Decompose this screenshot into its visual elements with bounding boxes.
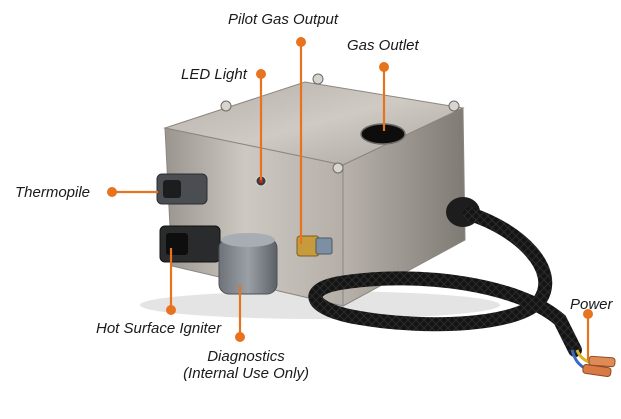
label-diagnostics: Diagnostics (Internal Use Only) xyxy=(176,348,316,382)
label-power: Power xyxy=(570,296,613,313)
leader-dot xyxy=(166,305,176,315)
leader-dot xyxy=(235,332,245,342)
label-led-light: LED Light xyxy=(181,66,247,83)
label-diagnostics-line2: (Internal Use Only) xyxy=(183,365,309,382)
label-diagnostics-line1: Diagnostics xyxy=(207,348,285,365)
box-side-face xyxy=(342,107,466,307)
label-pilot-gas-output: Pilot Gas Output xyxy=(228,11,339,28)
screw-icon xyxy=(448,100,460,112)
leader-dot xyxy=(256,69,266,79)
screw-icon xyxy=(312,73,324,85)
label-gas-outlet: Gas Outlet xyxy=(347,37,419,54)
igniter-socket xyxy=(166,233,188,255)
leader-dot xyxy=(107,187,117,197)
pilot-gas-nut xyxy=(315,237,333,255)
leader-dot xyxy=(583,309,593,319)
screw-icon xyxy=(220,100,232,112)
thermopile-socket xyxy=(163,180,181,198)
leader-dot xyxy=(379,62,389,72)
power-terminal xyxy=(588,355,616,368)
screw-icon xyxy=(332,162,344,174)
leader-dot xyxy=(296,37,306,47)
diagnostics-cap-top xyxy=(221,233,275,247)
power-cable xyxy=(308,207,582,357)
label-thermopile: Thermopile xyxy=(15,184,91,201)
label-hot-surface-igniter: Hot Surface Igniter xyxy=(96,320,222,337)
